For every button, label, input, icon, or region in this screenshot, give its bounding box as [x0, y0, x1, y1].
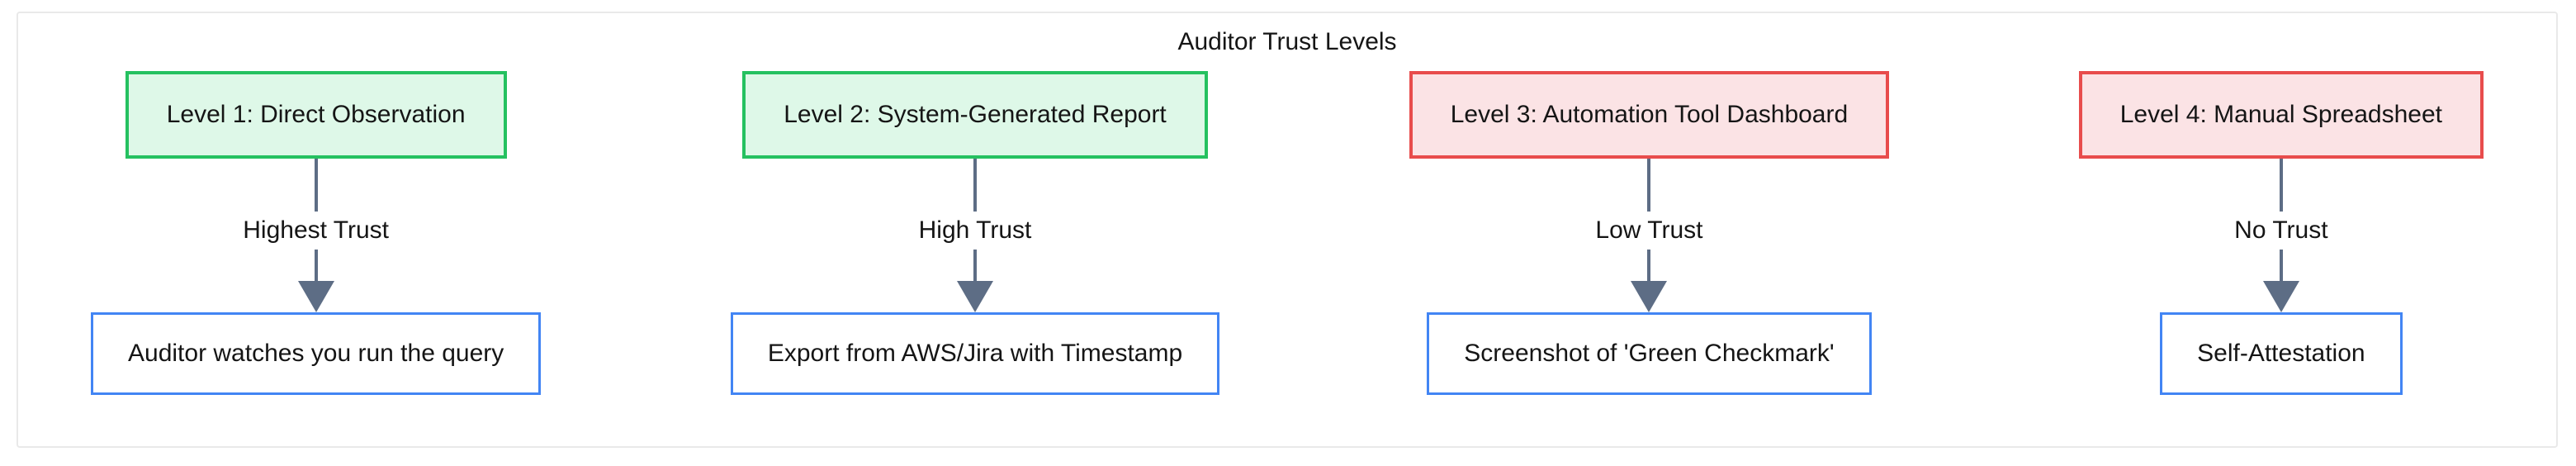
flow-column-2: Level 2: System-Generated Report High Tr… [730, 71, 1220, 395]
level-node-1: Level 1: Direct Observation [125, 71, 507, 159]
edge-label-2: High Trust [918, 215, 1032, 246]
flow-row: Level 1: Direct Observation Highest Trus… [18, 71, 2556, 395]
diagram-canvas: Auditor Trust Levels Level 1: Direct Obs… [17, 12, 2558, 448]
level-node-2: Level 2: System-Generated Report [742, 71, 1208, 159]
edge-line [973, 250, 977, 283]
evidence-node-1: Auditor watches you run the query [91, 312, 542, 395]
arrowhead-down-icon [2262, 281, 2299, 312]
arrowhead-down-icon [297, 281, 334, 312]
edge-line [973, 159, 977, 212]
level-node-3: Level 3: Automation Tool Dashboard [1409, 71, 1890, 159]
edge-line [1647, 159, 1651, 212]
evidence-node-2: Export from AWS/Jira with Timestamp [730, 312, 1220, 395]
edge-line [314, 250, 318, 283]
edge-3: Low Trust [1595, 159, 1703, 312]
edge-line [2279, 250, 2283, 283]
edge-label-4: No Trust [2234, 215, 2328, 246]
flow-column-3: Level 3: Automation Tool Dashboard Low T… [1409, 71, 1890, 395]
edge-line [2279, 159, 2283, 212]
edge-2: High Trust [918, 159, 1032, 312]
diagram-title: Auditor Trust Levels [1177, 28, 1397, 55]
arrowhead-down-icon [957, 281, 993, 312]
arrowhead-down-icon [1631, 281, 1668, 312]
edge-line [314, 159, 318, 212]
edge-label-1: Highest Trust [243, 215, 389, 246]
edge-line [1647, 250, 1651, 283]
evidence-node-3: Screenshot of 'Green Checkmark' [1427, 312, 1872, 395]
edge-4: No Trust [2234, 159, 2328, 312]
flow-column-1: Level 1: Direct Observation Highest Trus… [91, 71, 542, 395]
level-node-4: Level 4: Manual Spreadsheet [2078, 71, 2484, 159]
edge-1: Highest Trust [243, 159, 389, 312]
evidence-node-4: Self-Attestation [2160, 312, 2403, 395]
flow-column-4: Level 4: Manual Spreadsheet No Trust Sel… [2078, 71, 2484, 395]
edge-label-3: Low Trust [1595, 215, 1703, 246]
